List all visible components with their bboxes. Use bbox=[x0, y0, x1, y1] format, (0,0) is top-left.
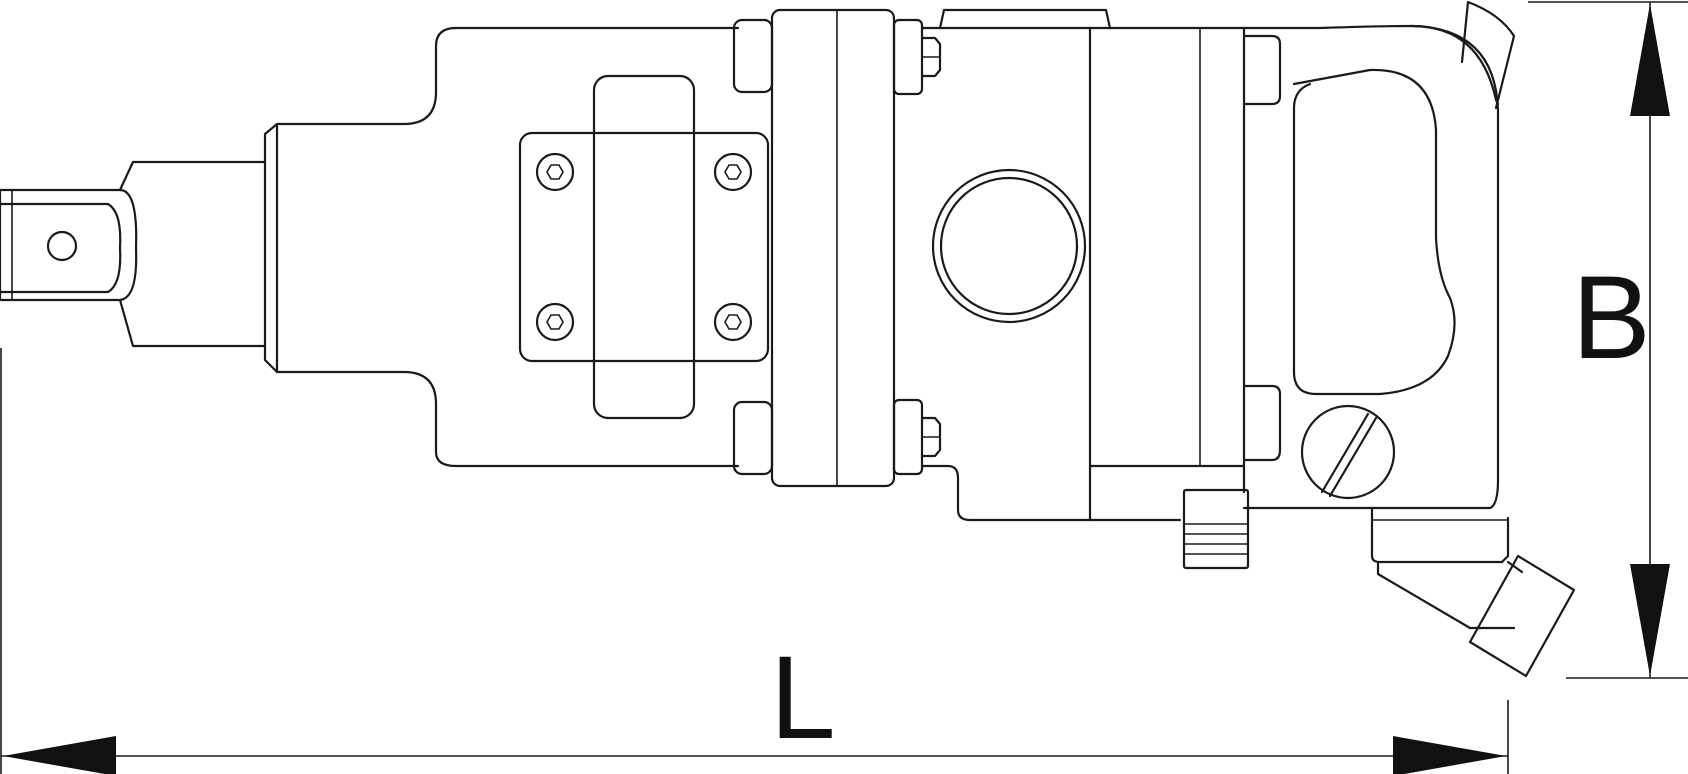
clamp-flange bbox=[732, 8, 942, 488]
hex-screw-top-left bbox=[535, 152, 575, 192]
dimension-l: L bbox=[0, 348, 1509, 774]
hex-screw-bottom-left bbox=[535, 302, 575, 342]
air-inlet-fitting bbox=[1370, 506, 1576, 678]
trigger-pad bbox=[1182, 488, 1250, 570]
dimension-b-label: B bbox=[1572, 252, 1651, 384]
motor-housing bbox=[920, 8, 1500, 522]
dimension-b: B bbox=[1528, 1, 1688, 679]
hex-screw-top-right bbox=[713, 152, 753, 192]
hammer-case-cover bbox=[518, 74, 770, 420]
dimension-l-label: L bbox=[770, 632, 836, 764]
dimension-l-arrow-right bbox=[1393, 736, 1506, 774]
front-collar bbox=[263, 26, 740, 468]
square-drive-anvil bbox=[0, 160, 267, 348]
dimension-b-arrow-top bbox=[1630, 4, 1670, 116]
bolt-top bbox=[892, 18, 942, 96]
reverse-selector-knob bbox=[1300, 404, 1396, 500]
air-inlet-port bbox=[931, 168, 1087, 324]
hex-screw-bottom-right bbox=[713, 302, 753, 342]
handle bbox=[1242, 0, 1516, 510]
dimension-b-arrow-bottom bbox=[1630, 564, 1670, 676]
bolt-bottom bbox=[892, 398, 942, 476]
dimension-l-arrow-left bbox=[3, 736, 116, 774]
